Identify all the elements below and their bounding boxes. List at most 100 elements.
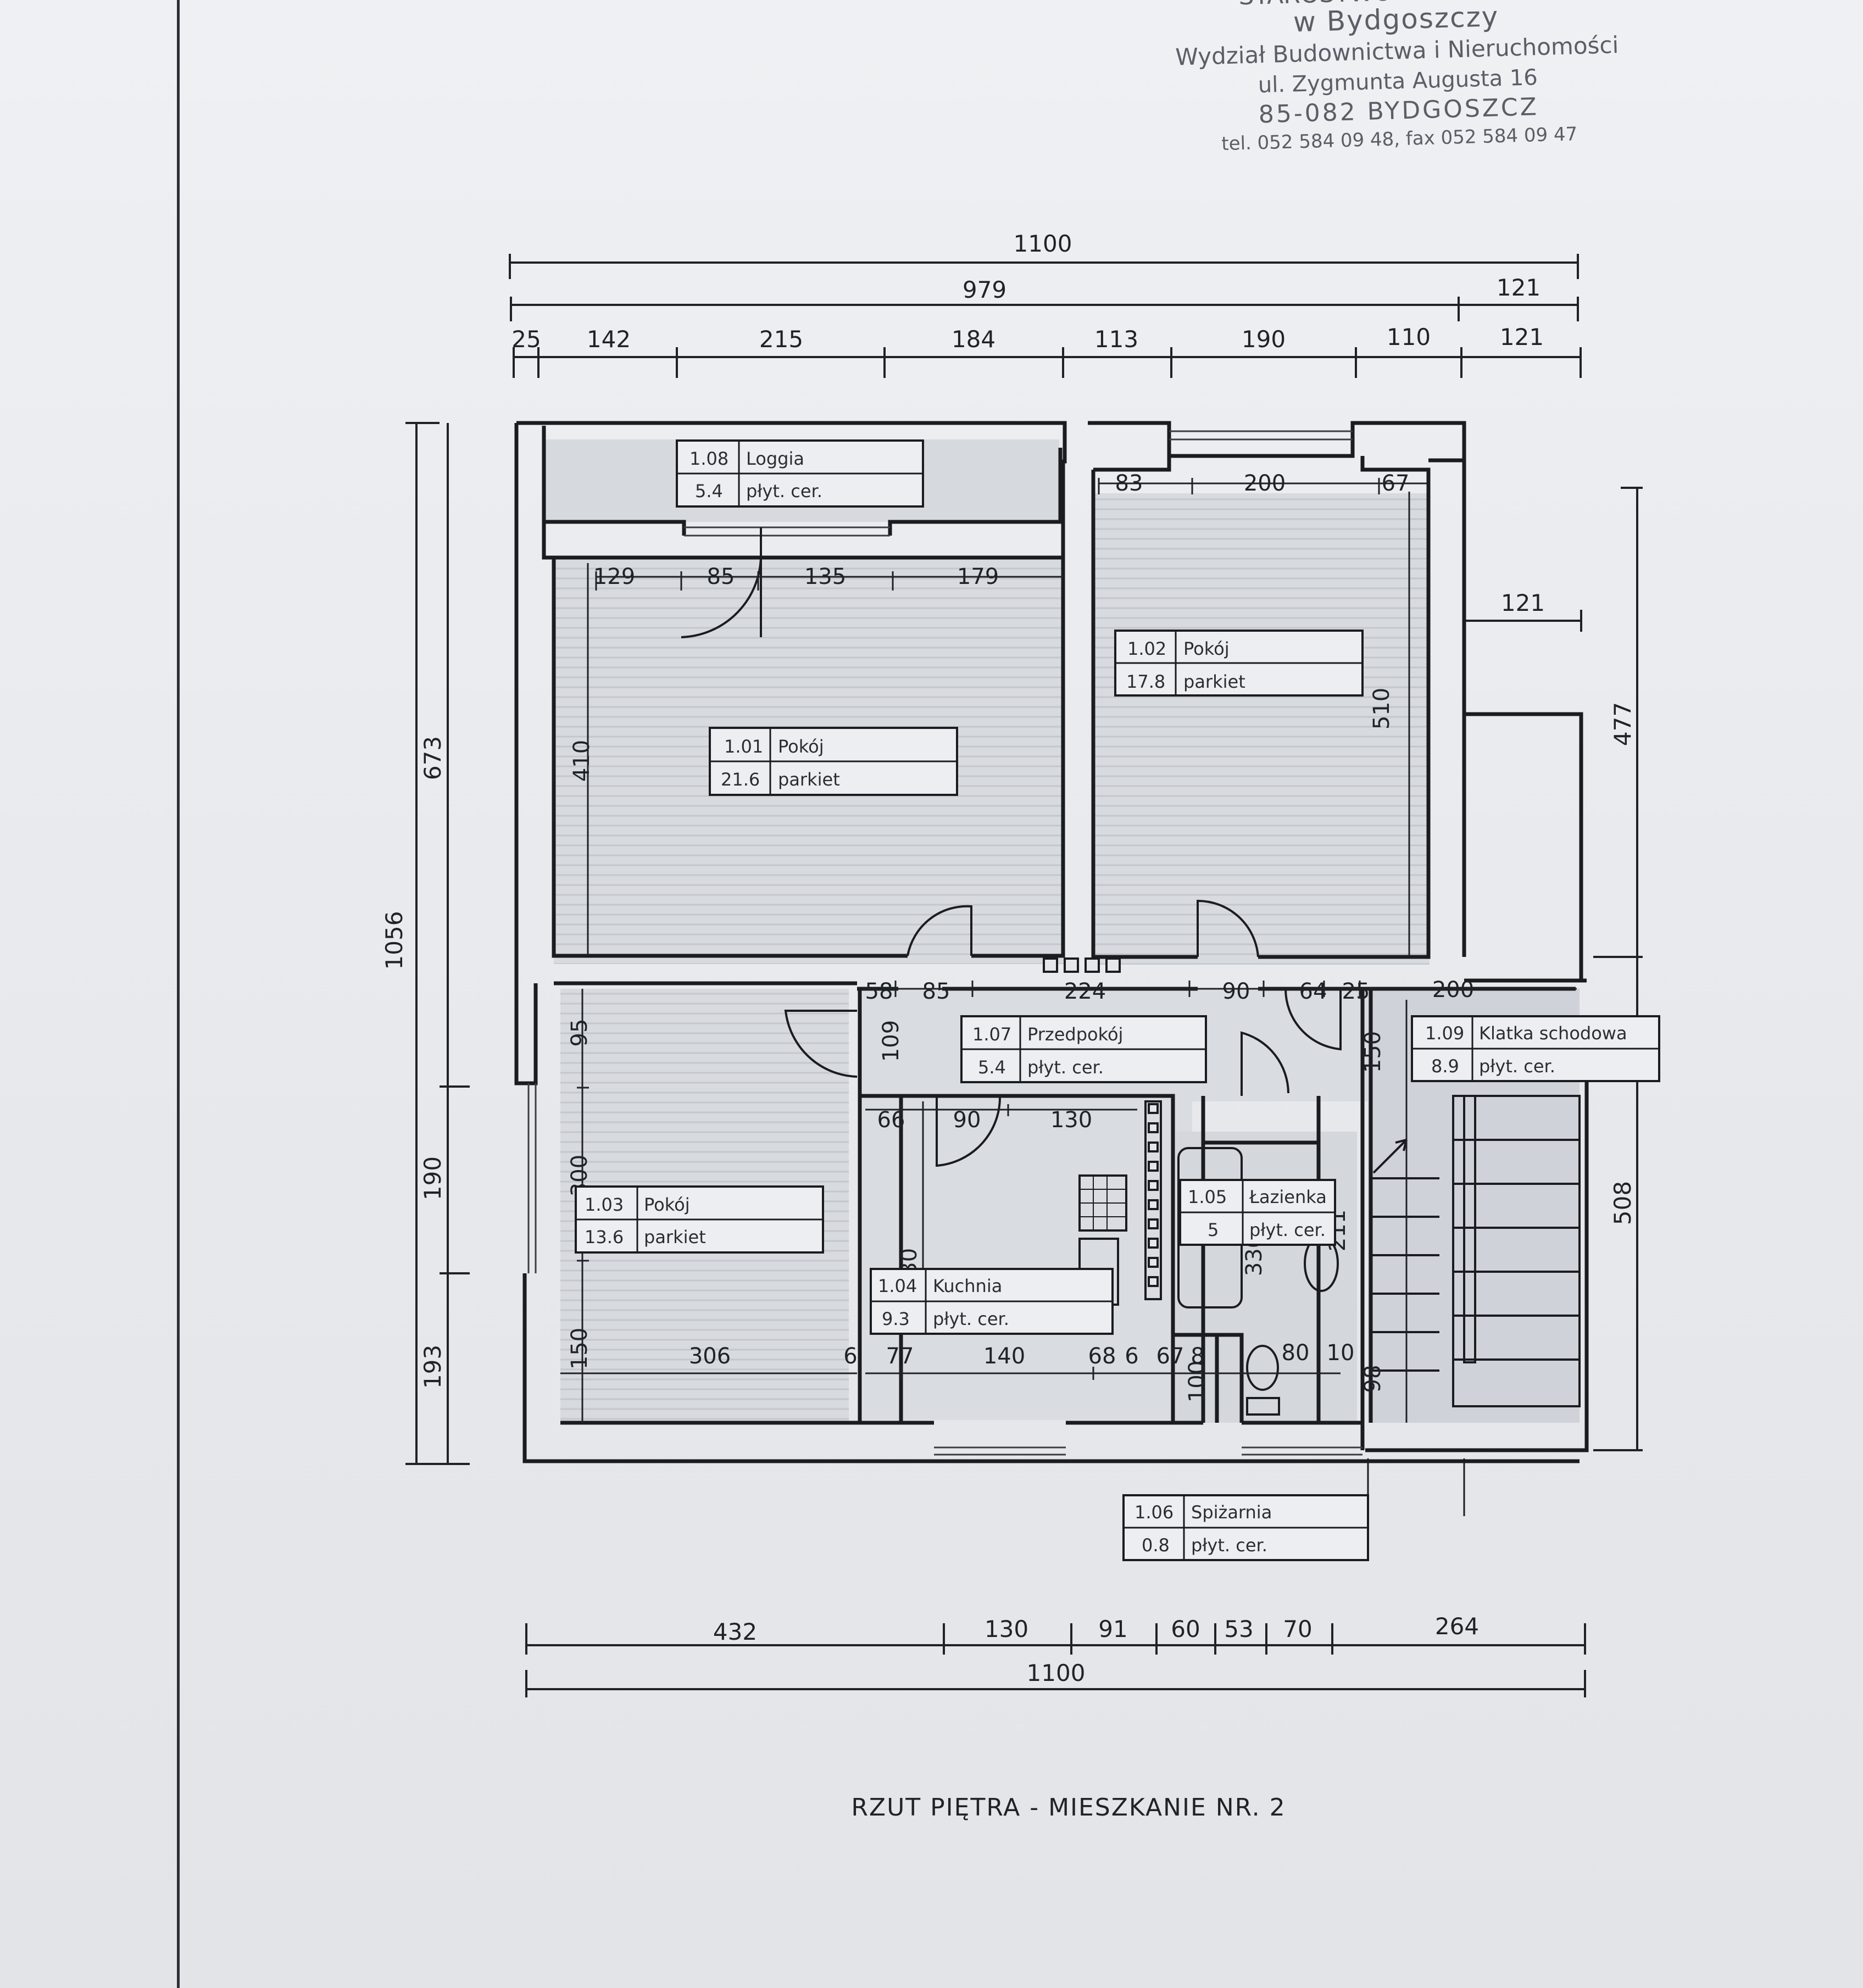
dim-left-193: 193 (419, 1345, 446, 1389)
east-wall (1428, 423, 1587, 983)
room-area: 17.8 (1126, 671, 1165, 692)
floor-fill-room-102 (1093, 493, 1430, 965)
dim-top-seg-1: 142 (587, 326, 631, 353)
dim-top-seg-2: 215 (759, 326, 803, 353)
room-area: 5.4 (695, 481, 723, 502)
dim-corridor-224: 224 (1064, 979, 1106, 1004)
room-area: 0.8 (1142, 1535, 1170, 1556)
dim-103-306: 306 (689, 1344, 731, 1369)
staircase (1371, 1095, 1581, 1407)
dim-corridor-90: 90 (1222, 979, 1250, 1004)
room-name: Loggia (746, 448, 804, 469)
dim-bottom-seg-5: 70 (1283, 1616, 1312, 1642)
dim-kitchen-90: 90 (953, 1107, 981, 1133)
page-margin-line (177, 0, 180, 1988)
room-label-102: 1.02 Pokój 17.8 parkiet (1114, 630, 1364, 697)
dim-pantry-100: 100 (1184, 1361, 1210, 1402)
dim-corridor-25: 25 (1342, 979, 1370, 1004)
room-area: 9.3 (882, 1308, 910, 1329)
dimension-bottom-segments (525, 1623, 1586, 1655)
dim-left-190: 190 (419, 1156, 446, 1200)
dim-corridor-85: 85 (922, 979, 950, 1004)
room-no: 1.04 (878, 1276, 917, 1296)
dim-103-95: 95 (567, 1019, 592, 1047)
dim-top-seg-0: 25 (511, 326, 541, 353)
window-west-room-103 (527, 1083, 537, 1273)
dim-103-6: 6 (843, 1344, 857, 1369)
room-name: Pokój (1183, 638, 1230, 659)
windows (527, 430, 1363, 1456)
dim-bottom-seg-3: 60 (1171, 1616, 1200, 1642)
dim-101-129: 129 (593, 564, 635, 589)
dimension-top-labels: 25 142 215 184 113 190 110 121 (511, 324, 1544, 353)
walls (514, 421, 1589, 1463)
room-floor: parkiet (644, 1227, 706, 1248)
dim-top-1100: 1100 (1014, 230, 1072, 257)
room-area: 5 (1208, 1219, 1219, 1240)
door-loggia (681, 527, 762, 638)
dim-bottom-8: 8 (1191, 1344, 1204, 1369)
dim-hall-109: 109 (878, 1020, 904, 1062)
dim-102-83: 83 (1115, 471, 1143, 496)
door-kitchen (936, 1095, 1002, 1167)
room-label-104: 1.04 Kuchnia 9.3 płyt. cer. (870, 1268, 1114, 1335)
room-floor: płyt. cer. (1479, 1056, 1555, 1077)
room-floor: płyt. cer. (1191, 1535, 1267, 1556)
floor-fill-kitchen (863, 1101, 1192, 1420)
dim-bottom-seg-0: 432 (713, 1618, 757, 1645)
dimension-top-total (509, 254, 1579, 279)
east-wall-lower (1365, 978, 1589, 1452)
dim-top-seg-6: 110 (1387, 324, 1431, 350)
dim-top-seg-4: 113 (1094, 326, 1138, 353)
dim-right-121: 121 (1501, 589, 1545, 616)
dim-stairs-98: 98 (1360, 1365, 1386, 1393)
dim-corridor-200: 200 (1432, 977, 1474, 1003)
loggia-inner (542, 448, 1063, 536)
room-label-105: 1.05 Łazienka 5 płyt. cer. (1179, 1179, 1336, 1246)
plan-caption: RZUT PIĘTRA - MIESZKANIE NR. 2 (851, 1794, 1286, 1822)
dim-bottom-10: 10 (1327, 1340, 1355, 1366)
dim-102-200: 200 (1244, 471, 1286, 496)
room-no: 1.08 (689, 448, 728, 469)
dim-bottom-67: 67 (1156, 1344, 1184, 1369)
stove-grid (1080, 1176, 1126, 1230)
room-no: 1.09 (1425, 1023, 1464, 1044)
room-area: 21.6 (721, 769, 760, 790)
door-stairs (1284, 988, 1342, 1051)
dim-right-508: 508 (1609, 1181, 1636, 1225)
room-label-107: 1.07 Przedpokój 5.4 płyt. cer. (960, 1015, 1207, 1083)
room-floor: płyt. cer. (933, 1308, 1009, 1329)
dim-bottom-68: 68 (1088, 1344, 1116, 1369)
door-room-101 (907, 905, 972, 956)
dimension-top-segments (513, 347, 1582, 378)
room-label-loggia: 1.08 Loggia 5.4 płyt. cer. (676, 439, 924, 508)
dim-bottom-seg-6: 264 (1435, 1613, 1479, 1640)
door-bath (1241, 1031, 1289, 1096)
doors (681, 527, 1342, 1167)
window-south-kitchen (934, 1446, 1066, 1456)
dim-bottom-80: 80 (1282, 1340, 1310, 1366)
dim-kitchen-130: 130 (1050, 1107, 1092, 1133)
room-no: 1.05 (1188, 1187, 1227, 1207)
room-floor: parkiet (1183, 671, 1245, 692)
dim-101-179: 179 (957, 564, 999, 589)
dim-stairs-150: 150 (1360, 1031, 1386, 1073)
dim-bottom-1100: 1100 (1027, 1660, 1086, 1686)
room-no: 1.02 (1127, 638, 1166, 659)
window-north-room-102 (1169, 430, 1353, 441)
room-name: Kuchnia (933, 1276, 1002, 1296)
dim-102-510: 510 (1369, 688, 1394, 730)
dim-bottom-77: 77 (886, 1344, 914, 1369)
dim-top-121: 121 (1497, 274, 1541, 301)
room-name: Pokój (644, 1194, 690, 1215)
dimension-bottom-labels: 432 130 91 60 53 70 264 (713, 1613, 1479, 1645)
outer-wall-west-a (514, 423, 538, 1085)
room-label-101: 1.01 Pokój 21.6 parkiet (709, 727, 958, 796)
room-no: 1.01 (724, 736, 763, 757)
dim-top-seg-7: 121 (1500, 324, 1544, 350)
room-no: 1.03 (585, 1194, 624, 1215)
room-no: 1.07 (972, 1024, 1011, 1045)
room-floor: parkiet (778, 769, 840, 790)
